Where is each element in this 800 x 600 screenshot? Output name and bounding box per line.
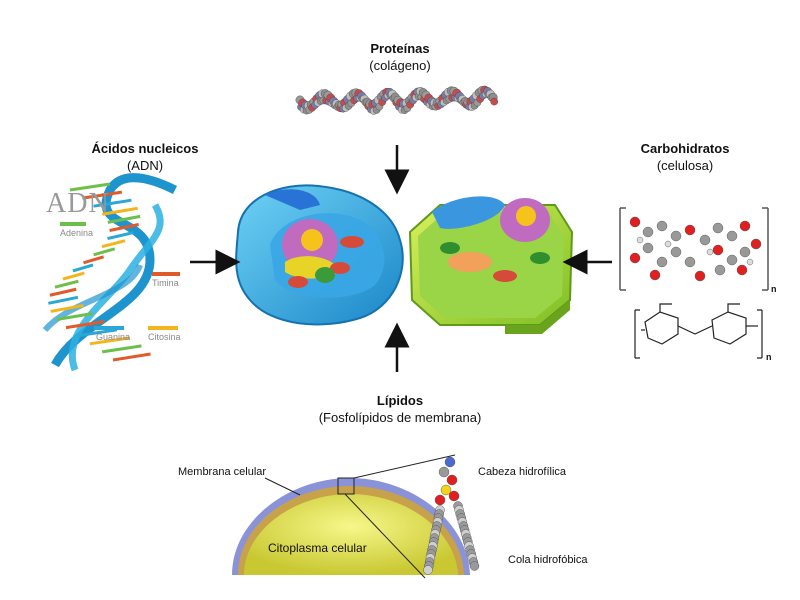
base-pair-rung: [107, 231, 134, 241]
base-pair-rung: [56, 312, 93, 322]
cytosine-swatch: [148, 326, 178, 330]
lipid-head-atom: [446, 474, 458, 486]
cellulose-atom: [642, 242, 654, 254]
cellulose-atom: [684, 256, 696, 268]
cellulose-3d-structure: [619, 207, 769, 291]
lipid-tail-atom: [469, 561, 480, 571]
cellulose-atom: [670, 246, 682, 258]
cellulose-atom: [699, 234, 711, 246]
cellulose-atom: [629, 216, 641, 228]
adenine-swatch: [60, 222, 86, 226]
lipid-tail-atom: [423, 565, 433, 575]
nucleic-title: Ácidos nucleicos: [91, 141, 199, 156]
collagen-molecule: [295, 85, 499, 115]
plant-cell: [408, 196, 574, 334]
guanine-swatch: [94, 326, 124, 330]
cellulose-atom: [726, 230, 738, 242]
proteins-label: Proteínas (colágeno): [320, 40, 480, 74]
lipids-subtitle: (Fosfolípidos de membrana): [318, 410, 482, 425]
base-adenine: Adenina: [60, 228, 94, 238]
membrane-label: Membrana celular: [178, 466, 267, 478]
base-pair-rung: [107, 214, 141, 224]
base-pair-rung: [54, 279, 79, 289]
cellulose-atom: [684, 224, 696, 236]
cellulose-atom: [739, 246, 751, 258]
base-pair-rung: [93, 247, 116, 257]
base-cytosine: Citosina: [148, 332, 181, 342]
cellulose-atom: [629, 252, 641, 264]
cellulose-atom: [712, 244, 724, 256]
hydrophobic-tail-label: Cola hidrofóbica: [508, 554, 588, 566]
proteins-title: Proteínas: [370, 41, 430, 56]
cellulose-atom: [656, 220, 668, 232]
animal-cell: [235, 184, 404, 326]
base-pair-rung: [101, 239, 126, 249]
base-pair-rung: [49, 287, 77, 297]
carbohydrates-label: Carbohidratos (celulosa): [610, 140, 760, 174]
hydrophilic-head-label: Cabeza hidrofílica: [478, 466, 567, 478]
base-pair-rung: [102, 206, 138, 216]
cellulose-atom: [750, 238, 762, 250]
cellulose-3d-subscript: n: [771, 284, 777, 294]
base-pair-rung: [69, 182, 111, 192]
cellulose-atom: [642, 226, 654, 238]
lipid-head-atom: [444, 456, 456, 468]
lipid-head-atom: [440, 484, 452, 496]
carbs-title: Carbohidratos: [640, 141, 730, 156]
carbs-subtitle: (celulosa): [656, 158, 714, 173]
cellulose-atom: [712, 222, 724, 234]
base-pair-rung: [62, 271, 85, 281]
cellulose-atom: [664, 240, 672, 248]
nucleic-acids-label: Ácidos nucleicos (ADN): [60, 140, 230, 174]
base-pair-rung: [112, 352, 151, 362]
cellulose-atom: [746, 258, 754, 266]
lipid-head-atom: [448, 490, 460, 502]
base-pair-rung: [77, 328, 118, 338]
lipid-head-atom: [438, 466, 450, 478]
base-pair-rung: [82, 190, 123, 200]
proteins-subtitle: (colágeno): [369, 58, 431, 73]
cellulose-atom: [706, 248, 714, 256]
lipids-label: Lípidos (Fosfolípidos de membrana): [290, 392, 510, 426]
cellulose-2d-subscript: n: [766, 352, 772, 362]
thymine-swatch: [152, 272, 180, 276]
cellulose-atom: [649, 269, 661, 281]
dna-heading: ADN: [46, 188, 110, 219]
cellulose-atom: [714, 264, 726, 276]
base-pair-rung: [72, 263, 94, 273]
base-pair-rung: [83, 255, 105, 265]
phospholipid-molecule: [423, 456, 480, 575]
base-pair-rung: [109, 223, 139, 232]
collagen-atom: [490, 97, 499, 106]
cellulose-2d-structure: [634, 303, 763, 359]
dna-helix: [42, 173, 178, 372]
base-pair-rung: [89, 336, 131, 346]
cell-membrane-cutaway: [232, 454, 470, 579]
nucleic-subtitle: (ADN): [126, 158, 164, 173]
cellulose-atom: [636, 236, 644, 244]
cellulose-atom: [736, 264, 748, 276]
cytoplasm-label: Citoplasma celular: [268, 541, 367, 555]
base-pair-rung: [101, 344, 142, 354]
lipids-title: Lípidos: [376, 393, 424, 408]
cellulose-atom: [670, 230, 682, 242]
cellulose-atom: [656, 256, 668, 268]
base-thymine: Timina: [152, 278, 179, 288]
base-guanine: Guanina: [96, 332, 131, 342]
base-pair-rung: [48, 295, 79, 305]
base-pair-rung: [93, 198, 132, 208]
base-pair-rung: [50, 303, 84, 313]
cellulose-atom: [739, 220, 751, 232]
cellulose-atom: [726, 254, 738, 266]
lipid-head-atom: [434, 494, 446, 506]
cellulose-atom: [694, 270, 706, 282]
base-pair-rung: [65, 320, 105, 330]
